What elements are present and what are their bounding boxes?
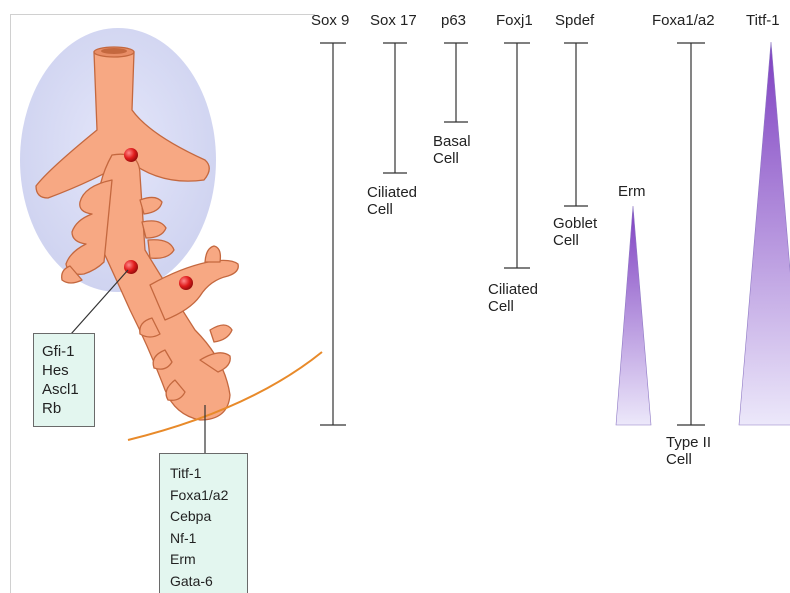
progenitor-marker-right — [179, 276, 193, 290]
titf1-gradient-triangle — [739, 42, 790, 425]
erm-gradient-triangle — [616, 206, 651, 425]
erm-label: Erm — [618, 183, 646, 200]
sox9-bar — [320, 43, 346, 425]
progenitor-marker-upper — [124, 148, 138, 162]
foxj1-bar — [504, 43, 530, 268]
gene-label-sox9: Sox 9 — [311, 12, 349, 29]
spdef-bar — [564, 43, 588, 206]
gene-label-foxj1: Foxj1 — [496, 12, 533, 29]
proximal-factors-box: Gfi-1 Hes Ascl1 Rb — [33, 333, 95, 427]
sox17-bar — [383, 43, 407, 173]
gene-label-p63: p63 — [441, 12, 466, 29]
gene-label-sox17: Sox 17 — [370, 12, 417, 29]
gene-label-foxa: Foxa1/a2 — [652, 12, 715, 29]
gene-label-spdef: Spdef — [555, 12, 594, 29]
distal-factors-box: Titf-1 Foxa1/a2 Cebpa Nf-1 Erm Gata-6 — [159, 453, 248, 593]
p63-bar — [444, 43, 468, 122]
expression-bars — [320, 43, 705, 425]
foxa-bar — [677, 43, 705, 425]
gene-label-titf1: Titf-1 — [746, 12, 780, 29]
